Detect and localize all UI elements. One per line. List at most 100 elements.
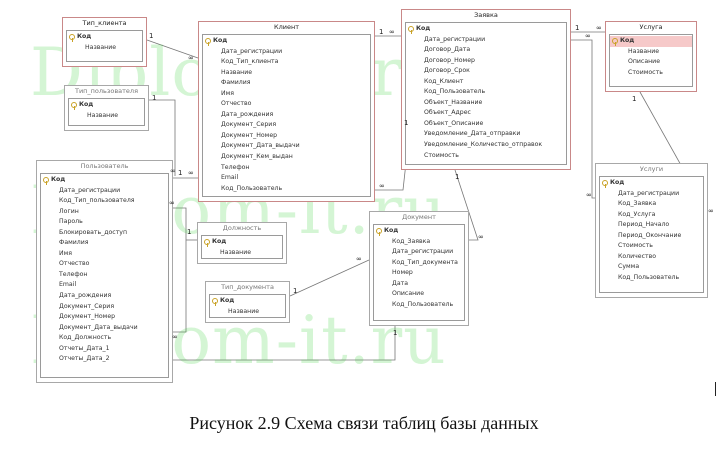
- field: Документ_Дата_выдачи: [221, 142, 300, 150]
- cardinality-many: ∞: [586, 191, 592, 199]
- field: Уведомление_Дата_отправки: [424, 130, 521, 138]
- field: Номер: [392, 269, 413, 277]
- database-relationship-diagram: Diplom-it.ru Diplom-it.ru Diplom-it.ru Т…: [30, 9, 716, 396]
- field: Дата_рождения: [221, 110, 274, 118]
- primary-key-field: Код: [210, 296, 285, 307]
- cardinality-one: 1: [149, 32, 154, 40]
- field: Документ_Кем_выдан: [221, 153, 293, 161]
- relationship-line: [454, 169, 479, 241]
- table-title: Тип_документа: [221, 283, 274, 291]
- field: Имя: [221, 89, 235, 97]
- table-title: Тип_пользователя: [74, 87, 138, 95]
- field: Договор_Дата: [424, 46, 471, 54]
- field: Код_Услуга: [618, 210, 656, 218]
- field: Email: [221, 174, 239, 182]
- cardinality-many: ∞: [172, 333, 178, 341]
- relationship-line: [173, 326, 396, 361]
- field: Описание: [628, 58, 661, 66]
- field: Объект_Адрес: [424, 109, 471, 117]
- cardinality-many: ∞: [708, 207, 714, 215]
- table-title: Пользователь: [80, 162, 129, 170]
- field: Период_Начало: [618, 221, 670, 229]
- primary-key-field: Код: [610, 36, 692, 47]
- field: Телефон: [221, 163, 250, 171]
- field: Код_Клиент: [424, 77, 464, 85]
- field: Описание: [392, 290, 425, 298]
- primary-key-field: Код: [41, 175, 168, 186]
- field: Название: [87, 111, 119, 119]
- field: Код_Пользователь: [392, 300, 454, 308]
- cardinality-many: ∞: [585, 32, 591, 40]
- field: Код_Пользователь: [221, 184, 283, 192]
- table-title: Должность: [222, 224, 262, 232]
- field: Код_Заявка: [392, 237, 431, 245]
- field: Название: [221, 68, 253, 76]
- primary-key-field: Код: [67, 32, 142, 43]
- field: Название: [628, 47, 660, 55]
- field: Блокировать_доступ: [59, 228, 128, 236]
- field: Документ_Номер: [59, 313, 116, 321]
- primary-key-field: Код: [69, 100, 144, 111]
- cardinality-many: ∞: [389, 28, 395, 36]
- table-title: Документ: [402, 213, 436, 221]
- primary-key-field: Код: [202, 237, 282, 248]
- field: Код_Тип_пользователя: [59, 197, 135, 205]
- cardinality-one: 1: [152, 94, 157, 102]
- cardinality-one: 1: [393, 329, 398, 337]
- field: Стоимость: [628, 68, 663, 76]
- field: Логин: [59, 207, 79, 215]
- cardinality-many: ∞: [188, 54, 194, 62]
- field: Период_Окончание: [618, 231, 682, 239]
- primary-key-field: Код: [374, 226, 464, 237]
- table-title: Тип_клиента: [82, 19, 127, 27]
- field: Код_Пользователь: [618, 273, 680, 281]
- table-title: Услуги: [639, 165, 664, 173]
- cardinality-many: ∞: [188, 169, 194, 177]
- field: Пароль: [59, 218, 83, 226]
- field: Объект_Описание: [424, 119, 484, 127]
- field: Дата_регистрации: [424, 35, 486, 43]
- field: Название: [228, 307, 260, 315]
- cardinality-one: 1: [293, 287, 298, 295]
- field: Документ_Серия: [221, 121, 277, 129]
- field: Объект_Название: [424, 98, 483, 106]
- field: Стоимость: [424, 151, 459, 159]
- cardinality-many: ∞: [169, 199, 175, 207]
- field: Стоимость: [618, 242, 653, 250]
- primary-key-field: Код: [406, 24, 566, 35]
- cardinality-many: ∞: [356, 255, 362, 263]
- field: Дата_регистрации: [392, 248, 454, 256]
- cardinality-one: 1: [187, 228, 192, 236]
- cardinality-one: 1: [404, 119, 409, 127]
- field: Код_Тип_документа: [392, 258, 458, 266]
- field: Фамилия: [221, 79, 251, 87]
- cardinality-many: ∞: [478, 233, 484, 241]
- field: Отчество: [221, 100, 252, 108]
- field: Фамилия: [59, 239, 89, 247]
- cardinality-one: 1: [178, 169, 183, 177]
- cardinality-many: ∞: [379, 182, 385, 190]
- table-title: Услуга: [639, 23, 663, 31]
- cardinality-one: 1: [632, 95, 637, 103]
- field: Сумма: [618, 263, 640, 271]
- field: Имя: [59, 249, 73, 257]
- cardinality-one: 1: [455, 173, 460, 181]
